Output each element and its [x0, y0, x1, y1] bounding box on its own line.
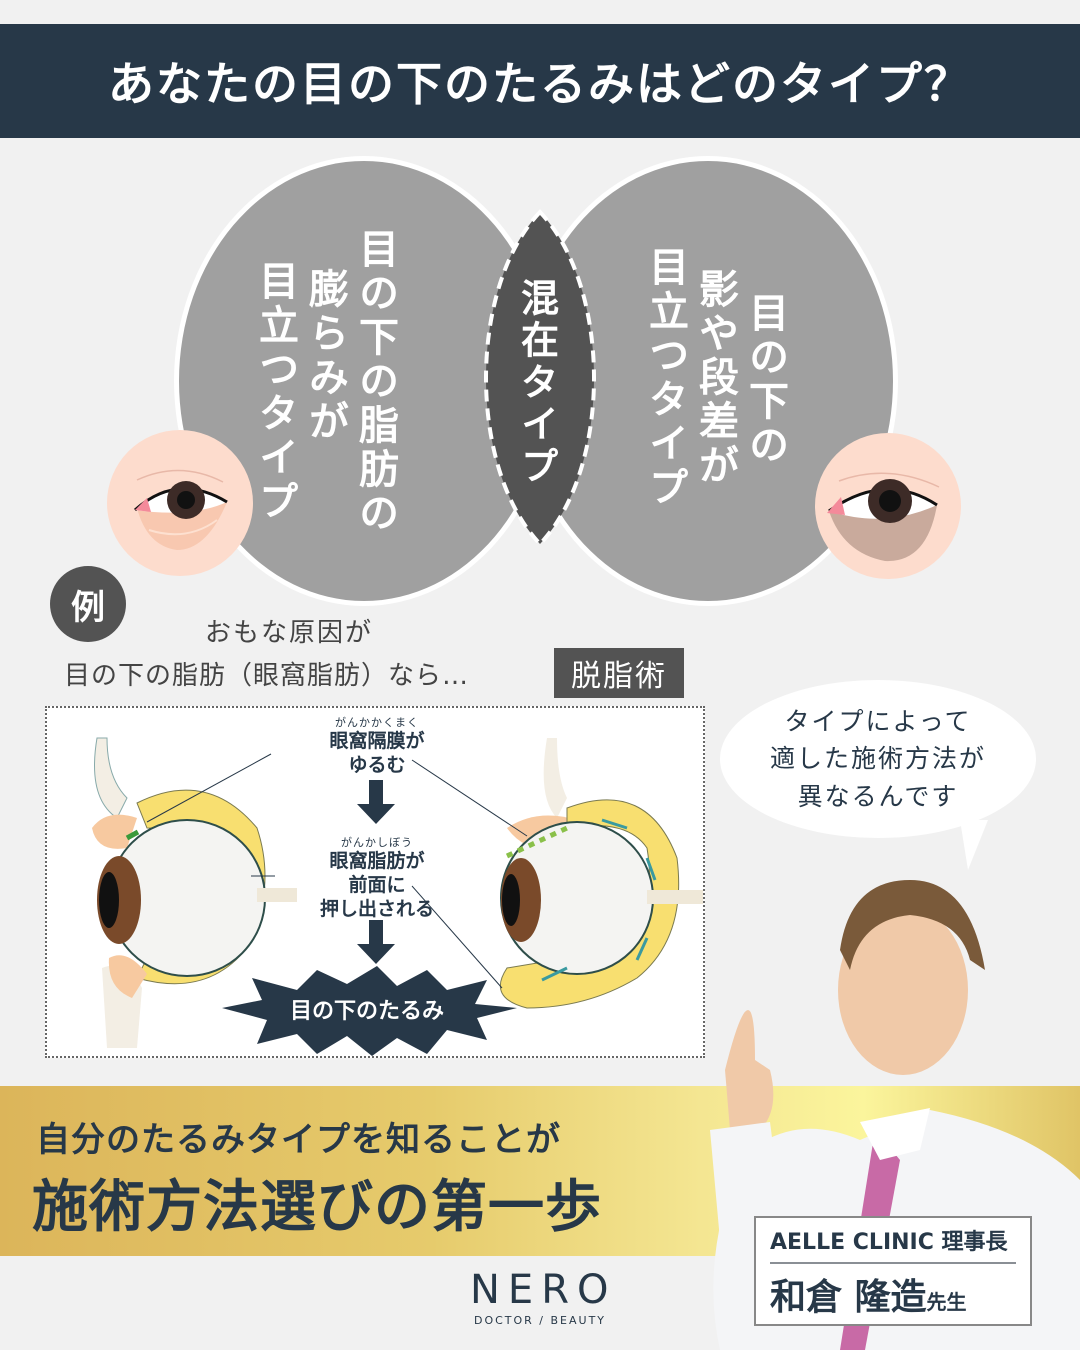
nero-logo: NERO DOCTOR / BEAUTY	[470, 1270, 610, 1327]
left-line-3: 目立つタイプ	[252, 260, 298, 524]
doctor-name-card: AELLE CLINIC 理事長 和倉 隆造先生	[754, 1216, 1032, 1326]
step1-line2: ゆるむ	[348, 753, 406, 776]
bubble-line-2: 適した施術方法が	[769, 744, 986, 774]
speech-bubble-tail	[960, 820, 988, 870]
step2-line2: 前面に	[348, 873, 406, 896]
step-septum-loosens: がんかかくまく 眼窩隔膜が ゆるむ	[277, 714, 477, 778]
cause-line-2: 目の下の脂肪（眼窩脂肪）なら…	[64, 661, 470, 691]
logo-tagline: DOCTOR / BEAUTY	[473, 1314, 607, 1327]
step1-line1: 眼窩隔膜が	[329, 730, 425, 752]
step2-line3: 押し出される	[319, 897, 434, 920]
mixed-type-label: 混在タイプ	[514, 278, 559, 488]
result-under-eye-sagging: 目の下のたるみ	[289, 999, 444, 1024]
logo-brand: NERO	[470, 1267, 617, 1313]
fat-bulge-type-label: 目の下の脂肪の 膨らみが 目立つタイプ	[250, 228, 400, 536]
mixed-type-overlap	[484, 209, 596, 547]
doctor-honorific: 先生	[926, 1290, 967, 1314]
septum-ruby: がんかかくまく	[335, 716, 419, 729]
right-line-1: 目の下の	[742, 292, 788, 468]
conclusion-line-1: 自分のたるみタイプを知ることが	[36, 1120, 561, 1160]
left-line-1: 目の下の脂肪の	[352, 228, 398, 536]
speech-bubble: タイプによって 適した施術方法が 異なるんです	[720, 680, 1036, 838]
step2-line1: 眼窩脂肪が	[329, 850, 425, 872]
doctor-role: AELLE CLINIC 理事長	[770, 1224, 1016, 1264]
bubble-line-3: 異なるんです	[797, 781, 959, 811]
orbital-fat-ruby: がんかしぼう	[341, 836, 413, 849]
conclusion-line-2: 施術方法選びの第一歩	[32, 1174, 602, 1240]
eye-anatomy-illustration	[92, 737, 703, 1056]
shadow-type-label: 目の下の 影や段差が 目立つタイプ	[640, 246, 790, 510]
title-banner: あなたの目の下のたるみはどのタイプ？	[0, 24, 1080, 138]
puffy-eye-illustration	[107, 430, 253, 576]
fat-removal-surgery-tag: 脱脂術	[554, 648, 684, 698]
left-line-2: 膨らみが	[302, 268, 348, 444]
cause-line-1: おもな原因が	[205, 618, 374, 648]
orbital-fat-diagram: がんかかくまく 眼窩隔膜が ゆるむ がんかしぼう 眼窩脂肪が 前面に 押し出され…	[45, 706, 705, 1058]
venn-diagram: 目の下の脂肪の 膨らみが 目立つタイプ 混在タイプ 目の下の 影や段差が 目立つ…	[0, 150, 1080, 620]
doctor-name-text: 和倉 隆造	[770, 1276, 927, 1318]
doctor-name: 和倉 隆造先生	[770, 1268, 1016, 1320]
bubble-line-1: タイプによって	[784, 706, 972, 736]
right-line-2: 影や段差が	[692, 268, 738, 488]
right-line-3: 目立つタイプ	[642, 246, 688, 510]
dark-circle-eye-illustration	[815, 433, 961, 579]
example-badge: 例	[50, 566, 126, 642]
step-fat-pushed-forward: がんかしぼう 眼窩脂肪が 前面に 押し出される	[277, 834, 477, 921]
page-title: あなたの目の下のたるみはどのタイプ？	[108, 57, 972, 111]
